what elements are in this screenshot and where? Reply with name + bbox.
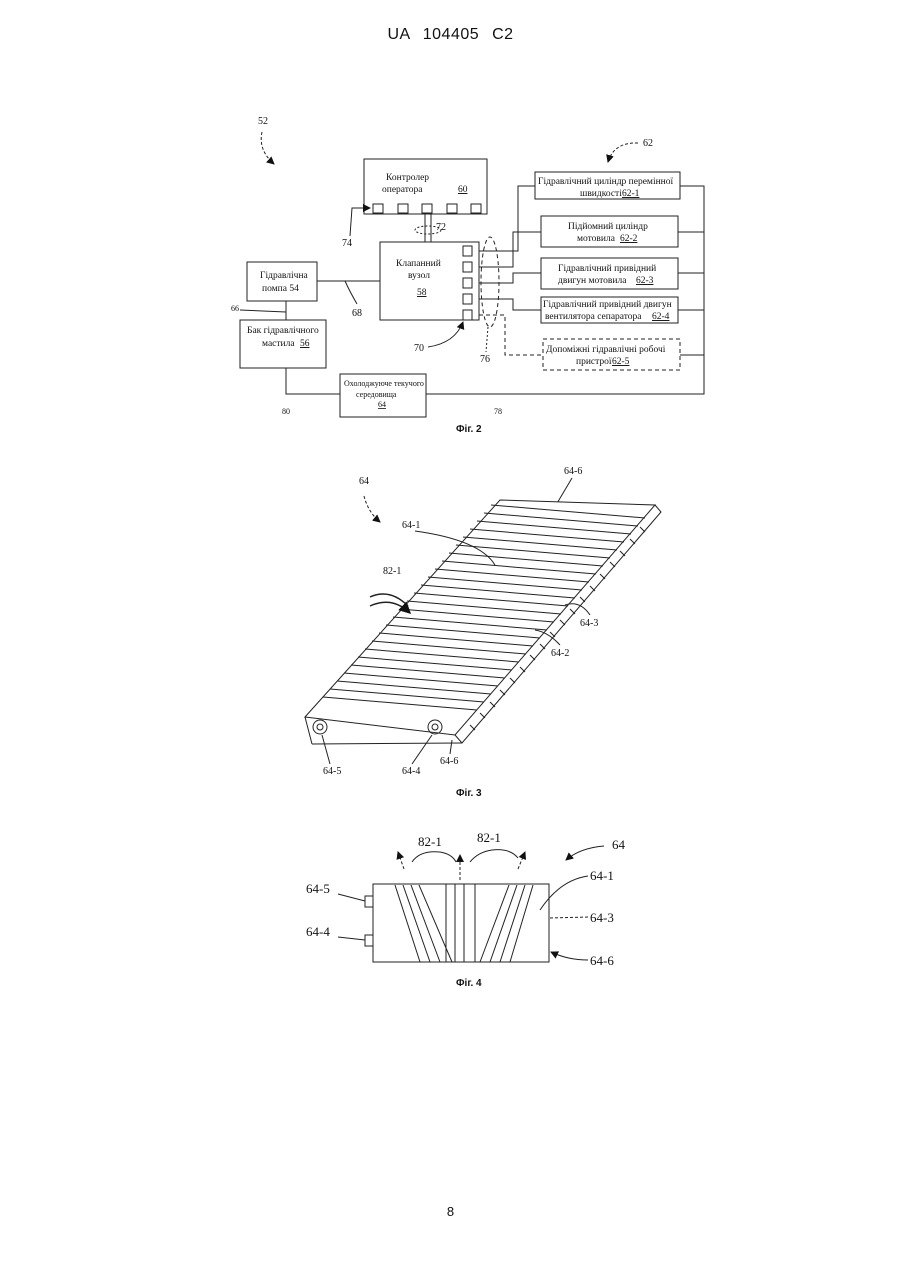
ref-64-5: 64-5 — [323, 766, 341, 777]
tank-ref: 56 — [300, 339, 310, 349]
tank-label-1: Бак гідравлічного — [247, 326, 319, 336]
port-64-5 — [365, 896, 373, 907]
ref-64-6-top: 64-6 — [564, 466, 582, 477]
pump-label-1: Гідравлічна — [260, 271, 309, 281]
output-2-line-1: Підйомний циліндр — [568, 221, 648, 232]
output-4-ref: 62-4 — [652, 312, 670, 322]
ref-64-6-fig4: 64-6 — [590, 953, 614, 968]
controller-ref: 60 — [458, 185, 468, 195]
figure-2-caption: Фіг. 2 — [456, 424, 482, 435]
pump-label-2: помпа 54 — [262, 284, 299, 294]
ref-64-2: 64-2 — [551, 648, 569, 659]
output-5-line-2: пристрої — [576, 357, 612, 367]
ref-74: 74 — [342, 238, 352, 249]
tank-label-2: мастила — [262, 339, 295, 349]
figure-2: 52 62 Контролер оператора 60 72 74 К — [231, 116, 704, 435]
hydraulic-pump-box — [247, 262, 317, 301]
ref-64-4: 64-4 — [402, 766, 420, 777]
output-4-line-2: вентилятора сепаратора — [545, 312, 642, 322]
figure-3-caption: Фіг. 3 — [456, 788, 482, 799]
output-5-line-1: Допоміжні гідравлічні робочі — [546, 344, 666, 355]
ref-64-1-fig4: 64-1 — [590, 868, 614, 883]
ref-66: 66 — [231, 304, 239, 313]
ref-64-4-fig4: 64-4 — [306, 924, 330, 939]
ref-76: 76 — [480, 354, 490, 365]
cooler-label-2: середовища — [356, 390, 397, 399]
output-1-ref: 62-1 — [622, 189, 640, 199]
output-4-line-1: Гідравлічний привідний двигун — [543, 299, 672, 310]
figure-4: 82-1 82-1 64 64-1 64-5 64-3 64-4 64-6 Фі… — [306, 830, 626, 989]
port-64-4 — [365, 935, 373, 946]
valve-label-2: вузол — [408, 271, 430, 281]
output-1-line-1: Гідравлічний циліндр перемінної — [538, 176, 674, 187]
ref-64: 64 — [359, 476, 369, 487]
valve-block-box — [380, 242, 479, 320]
ref-52: 52 — [258, 116, 268, 127]
ref-82-1: 82-1 — [383, 566, 401, 577]
port-64-5-icon — [313, 720, 327, 734]
output-5-ref: 62-5 — [612, 357, 630, 367]
ref-64-1: 64-1 — [402, 520, 420, 531]
ref-70: 70 — [414, 343, 424, 354]
controller-label-2: оператора — [382, 185, 423, 195]
ref-62: 62 — [643, 138, 653, 149]
ref-82-1-left: 82-1 — [418, 834, 442, 849]
output-2-ref: 62-2 — [620, 234, 638, 244]
figure-4-caption: Фіг. 4 — [456, 978, 482, 989]
ref-64-3-fig4: 64-3 — [590, 910, 614, 925]
cooler-label-1: Охолоджуюче текучого — [344, 379, 424, 388]
ref-64-6-bottom: 64-6 — [440, 756, 458, 767]
output-3-ref: 62-3 — [636, 276, 654, 286]
ref-64-3: 64-3 — [580, 618, 598, 629]
ref-78: 78 — [494, 407, 502, 416]
ref-64-5-fig4: 64-5 — [306, 881, 330, 896]
valve-ref: 58 — [417, 288, 427, 298]
ref-82-1-right: 82-1 — [477, 830, 501, 845]
ref-72: 72 — [436, 222, 446, 233]
output-3-line-2: двигун мотовила — [558, 276, 627, 286]
ref-64-fig4: 64 — [612, 837, 626, 852]
cooler-ref: 64 — [378, 400, 386, 409]
ref-68: 68 — [352, 308, 362, 319]
ref-80: 80 — [282, 407, 290, 416]
controller-label-1: Контролер — [386, 173, 429, 183]
page-number: 8 — [0, 1204, 901, 1219]
output-1-line-2: швидкості — [580, 189, 622, 199]
figure-3: 64 64-6 — [305, 466, 661, 799]
output-3-line-1: Гідравлічний привідний — [558, 263, 656, 274]
output-2-line-2: мотовила — [577, 234, 616, 244]
cooler-core-front-view — [373, 884, 549, 962]
valve-label-1: Клапанний — [396, 258, 441, 269]
